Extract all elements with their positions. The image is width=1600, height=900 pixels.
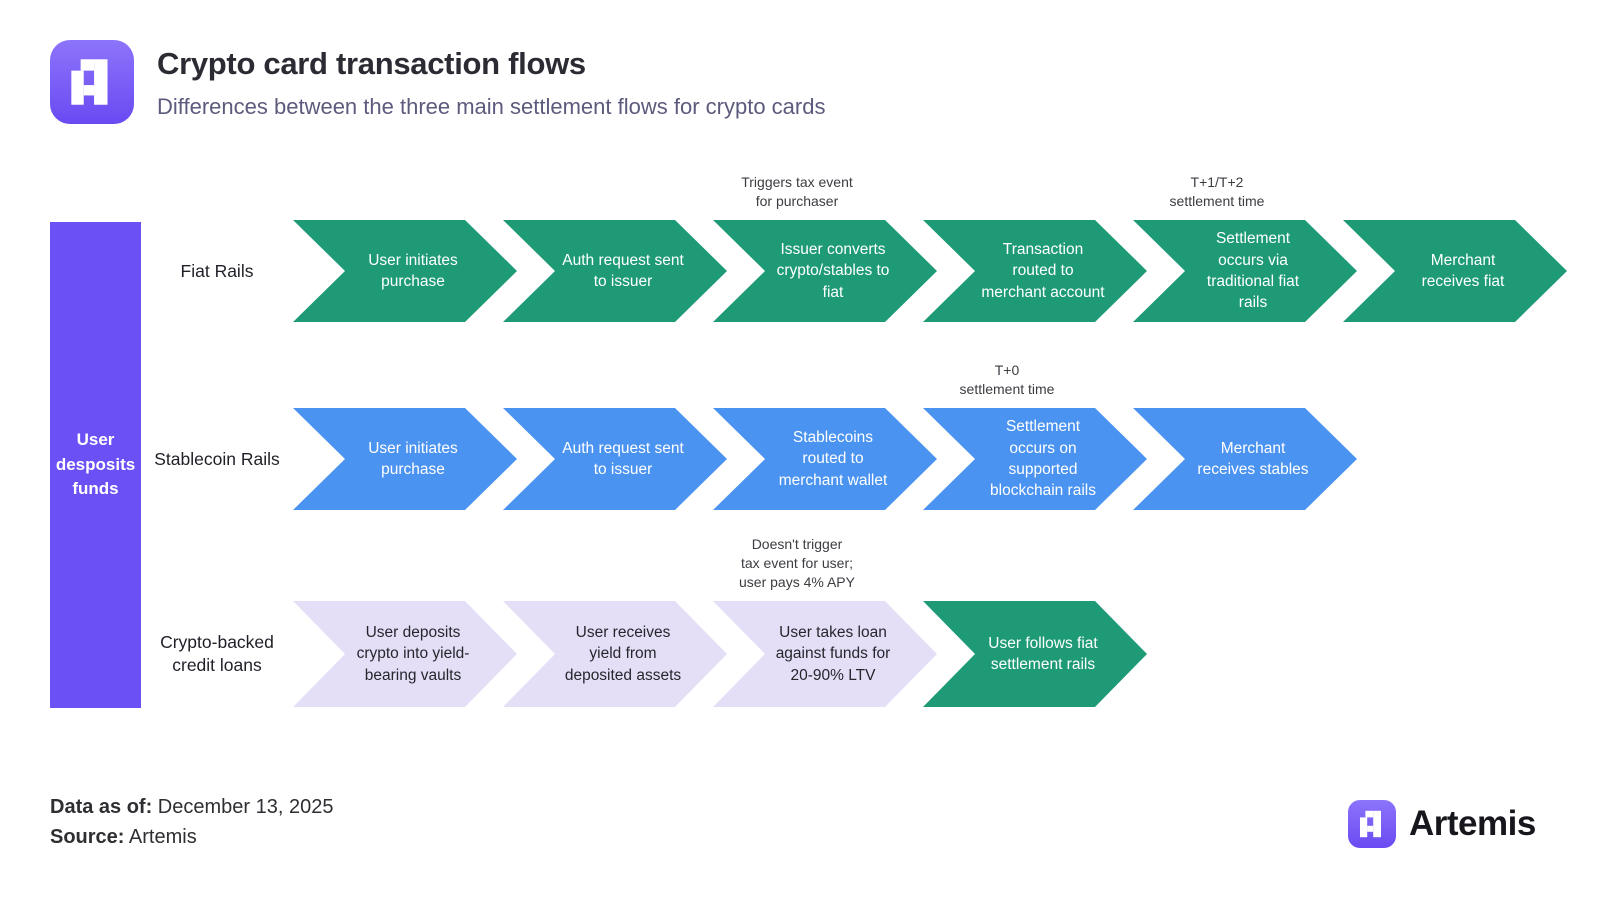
source-line: Source: Artemis [50,822,333,852]
header: Crypto card transaction flows Difference… [50,40,825,124]
data-as-of-line: Data as of: December 13, 2025 [50,792,333,822]
step-annotation: T+0 settlement time [959,362,1055,398]
row-label-stablecoin-rails: Stablecoin Rails [154,448,280,469]
step-annotation: Triggers tax event for purchaser [741,174,853,210]
flow-row-stablecoin-rails: User initiates purchase Auth request sen… [293,362,1343,510]
step-label: Stablecoins routed to merchant wallet [778,428,888,489]
flow-step: User initiates purchase [293,220,517,322]
flow-step: Triggers tax event for purchaser Issuer … [713,174,937,322]
step-label: Auth request sent to issuer [562,439,684,478]
data-as-of-value: December 13, 2025 [152,796,334,818]
page-subtitle: Differences between the three main settl… [157,94,826,119]
footer-brand: Artemis [1348,800,1536,848]
step-label: User initiates purchase [368,251,458,290]
flow-step: Merchant receives stables [1133,408,1357,510]
step-label: Auth request sent to issuer [562,251,684,290]
flow-step: Transaction routed to merchant account [923,220,1147,322]
flow-step: T+0 settlement time Settlement occurs on… [923,362,1147,510]
data-as-of-label: Data as of: [50,796,153,818]
flow-row-crypto-backed-credit-loans: User deposits crypto into yield-bearing … [293,536,1133,707]
step-annotation: Doesn't trigger tax event for user; user… [739,536,855,591]
source-value: Artemis [124,826,197,848]
flow-step: Auth request sent to issuer [503,408,727,510]
flow-step: Merchant receives fiat [1343,220,1567,322]
step-label: Settlement occurs on supported blockchai… [990,418,1096,500]
step-label: User deposits crypto into yield-bearing … [356,623,470,684]
flow-step: T+1/T+2 settlement time Settlement occur… [1133,174,1357,322]
artemis-logo-icon [1348,800,1396,848]
step-annotation: T+1/T+2 settlement time [1169,174,1265,210]
flow-step: Doesn't trigger tax event for user; user… [713,536,937,707]
artemis-pixel-a-glyph [71,59,108,105]
artemis-logo-icon [50,40,134,124]
row-label-fiat-rails: Fiat Rails [180,260,254,281]
flow-step: Stablecoins routed to merchant wallet [713,408,937,510]
step-label: Issuer converts crypto/stables to fiat [776,240,890,301]
step-label: User takes loan against funds for 20-90%… [775,623,891,684]
flow-step: User follows fiat settlement rails [923,601,1147,707]
page-title: Crypto card transaction flows [157,46,586,81]
step-label: Merchant receives stables [1197,439,1309,478]
source-label: Source: [50,826,125,848]
flow-step: User deposits crypto into yield-bearing … [293,601,517,707]
user-deposits-bar: User desposits funds [50,222,141,708]
step-label: User follows fiat settlement rails [988,634,1098,673]
artemis-pixel-a-glyph [1360,810,1381,838]
step-label: Transaction routed to merchant account [981,240,1105,301]
step-label: User initiates purchase [368,439,458,478]
header-text: Crypto card transaction flows Difference… [157,40,825,120]
row-label-crypto-backed-credit-loans: Crypto-backed credit loans [160,632,274,675]
step-label: Settlement occurs via traditional fiat r… [1206,230,1300,312]
footer-meta: Data as of: December 13, 2025 Source: Ar… [50,792,333,852]
step-label: Merchant receives fiat [1421,251,1505,290]
step-label: User receives yield from deposited asset… [564,623,682,684]
flow-step: Auth request sent to issuer [503,220,727,322]
flow-step: User receives yield from deposited asset… [503,601,727,707]
artemis-wordmark: Artemis [1409,804,1536,843]
flow-row-fiat-rails: User initiates purchase Auth request sen… [293,174,1553,322]
flow-step: User initiates purchase [293,408,517,510]
